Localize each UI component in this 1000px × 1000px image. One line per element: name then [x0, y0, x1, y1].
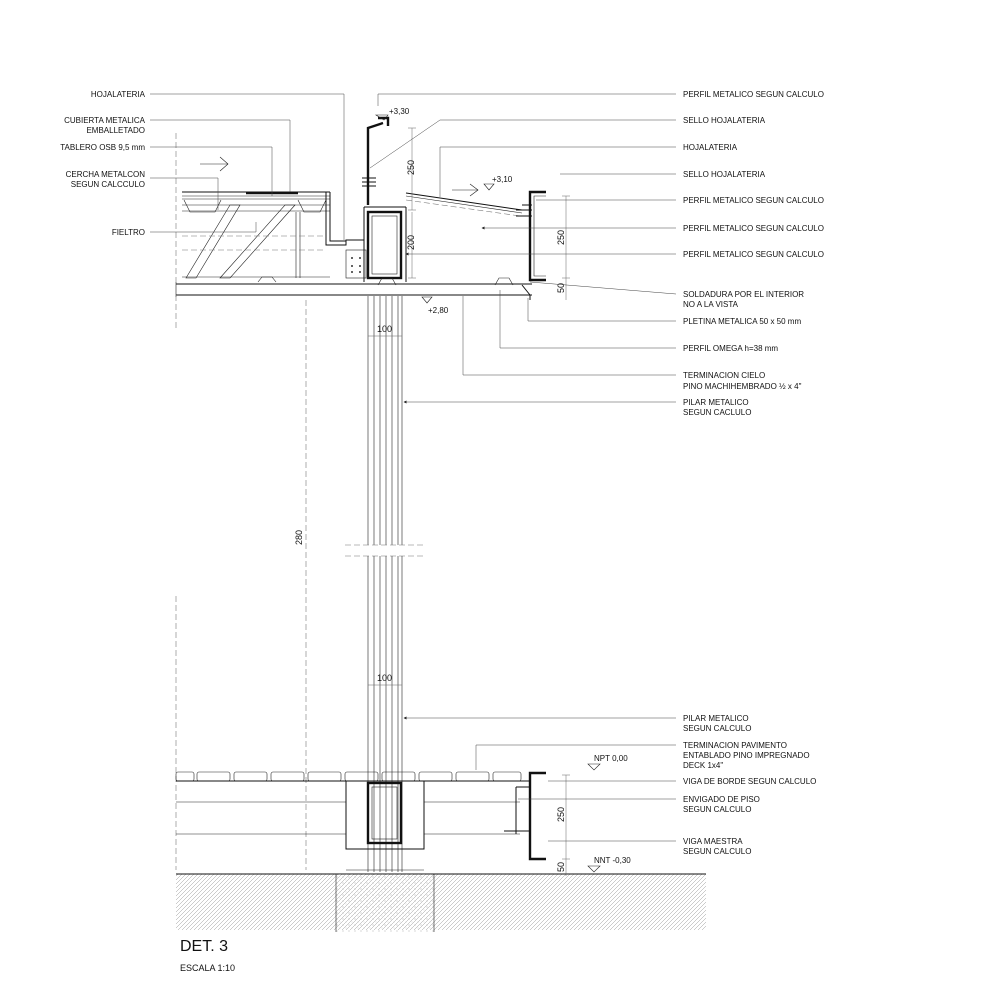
svg-text:HOJALATERIA: HOJALATERIA	[91, 90, 146, 99]
svg-text:DECK 1x4": DECK 1x4"	[683, 761, 723, 770]
svg-text:PERFIL METALICO SEGUN CALCULO: PERFIL METALICO SEGUN CALCULO	[683, 224, 824, 233]
label-fieltro: FIELTRO	[112, 228, 145, 237]
svg-text:VIGA DE BORDE SEGUN CALCULO: VIGA DE BORDE SEGUN CALCULO	[683, 777, 816, 786]
roof-assembly	[175, 116, 546, 330]
svg-text:SEGUN CACLULO: SEGUN CACLULO	[683, 408, 751, 417]
level-npt: NPT 0,00	[594, 754, 628, 763]
labels-right: PERFIL METALICO SEGUN CALCULO SELLO HOJA…	[683, 90, 824, 856]
svg-text:SOLDADURA POR EL INTERIOR: SOLDADURA POR EL INTERIOR	[683, 290, 804, 299]
label-cercha-l1: CERCHA METALCON	[66, 170, 146, 179]
label-sello-1: SELLO HOJALATERIA	[683, 116, 766, 125]
svg-text:PILAR METALICO: PILAR METALICO	[683, 398, 749, 407]
svg-text:SELLO HOJALATERIA: SELLO HOJALATERIA	[683, 116, 766, 125]
label-cielo-l1: TERMINACION CIELO	[683, 371, 765, 380]
label-viga-maestra-l2: SEGUN CALCULO	[683, 847, 751, 856]
svg-text:EMBALLETADO: EMBALLETADO	[86, 126, 145, 135]
svg-text:PERFIL METALICO SEGUN CALCULO: PERFIL METALICO SEGUN CALCULO	[683, 90, 824, 99]
label-pilar-1-l1: PILAR METALICO	[683, 398, 749, 407]
dimensions: 250 200 250 50 100 280 100 250 50	[294, 127, 570, 876]
level-nnt: NNT -0,30	[594, 856, 631, 865]
svg-text:TERMINACION PAVIMENTO: TERMINACION PAVIMENTO	[683, 741, 787, 750]
column	[175, 296, 426, 872]
label-soldadura-l2: NO A LA VISTA	[683, 300, 739, 309]
label-cercha-l2: SEGUN CALCCULO	[71, 180, 145, 189]
leader-lines	[150, 93, 677, 842]
svg-text:NO A LA VISTA: NO A LA VISTA	[683, 300, 739, 309]
dim-50-floor: 50	[556, 862, 566, 872]
dim-250-right: 250	[556, 230, 566, 245]
label-hojalateria-right: HOJALATERIA	[683, 143, 738, 152]
label-cubierta-l2: EMBALLETADO	[86, 126, 145, 135]
svg-text:PERFIL METALICO SEGUN CALCULO: PERFIL METALICO SEGUN CALCULO	[683, 196, 824, 205]
label-pilar-1-l2: SEGUN CACLULO	[683, 408, 751, 417]
level-mid: +3,10	[492, 175, 513, 184]
svg-text:PERFIL METALICO SEGUN CALCULO: PERFIL METALICO SEGUN CALCULO	[683, 250, 824, 259]
svg-text:VIGA MAESTRA: VIGA MAESTRA	[683, 837, 743, 846]
level-top: +3,30	[389, 107, 410, 116]
svg-text:TERMINACION CIELO: TERMINACION CIELO	[683, 371, 765, 380]
svg-text:SELLO HOJALATERIA: SELLO HOJALATERIA	[683, 170, 766, 179]
label-pletina: PLETINA METALICA 50 x 50 mm	[683, 317, 801, 326]
svg-text:HOJALATERIA: HOJALATERIA	[683, 143, 738, 152]
svg-text:PILAR METALICO: PILAR METALICO	[683, 714, 749, 723]
label-cielo-l2: PINO MACHIHEMBRADO ½ x 4"	[683, 382, 802, 391]
svg-text:SEGUN CALCULO: SEGUN CALCULO	[683, 805, 751, 814]
label-perfil-1: PERFIL METALICO SEGUN CALCULO	[683, 90, 824, 99]
label-pilar-2-l2: SEGUN CALCULO	[683, 724, 751, 733]
dim-100-top: 100	[377, 324, 392, 334]
svg-text:ENVIGADO DE PISO: ENVIGADO DE PISO	[683, 795, 760, 804]
label-hojalateria-top: HOJALATERIA	[91, 90, 146, 99]
svg-text:TABLERO OSB 9,5 mm: TABLERO OSB 9,5 mm	[60, 143, 145, 152]
label-perfil-3: PERFIL METALICO SEGUN CALCULO	[683, 224, 824, 233]
label-envigado-l2: SEGUN CALCULO	[683, 805, 751, 814]
detail-title: DET. 3	[180, 938, 228, 955]
label-viga-borde: VIGA DE BORDE SEGUN CALCULO	[683, 777, 816, 786]
label-perfil-2: PERFIL METALICO SEGUN CALCULO	[683, 196, 824, 205]
label-omega: PERFIL OMEGA h=38 mm	[683, 344, 778, 353]
svg-text:SEGUN CALCULO: SEGUN CALCULO	[683, 724, 751, 733]
svg-text:CUBIERTA METALICA: CUBIERTA METALICA	[64, 116, 146, 125]
dim-100-bottom: 100	[377, 673, 392, 683]
label-cubierta-l1: CUBIERTA METALICA	[64, 116, 146, 125]
dim-250-floor: 250	[556, 807, 566, 822]
label-envigado-l1: ENVIGADO DE PISO	[683, 795, 760, 804]
detail-scale: ESCALA 1:10	[180, 963, 235, 973]
label-sello-2: SELLO HOJALATERIA	[683, 170, 766, 179]
dim-50-top: 50	[556, 283, 566, 293]
svg-text:PERFIL OMEGA h=38 mm: PERFIL OMEGA h=38 mm	[683, 344, 778, 353]
label-pilar-2-l1: PILAR METALICO	[683, 714, 749, 723]
dim-280: 280	[294, 530, 304, 545]
svg-text:CERCHA METALCON: CERCHA METALCON	[66, 170, 146, 179]
dim-200: 200	[406, 235, 416, 250]
label-soldadura-l1: SOLDADURA POR EL INTERIOR	[683, 290, 804, 299]
dim-250-top: 250	[406, 160, 416, 175]
label-pavimento-l2: ENTABLADO PINO IMPREGNADO	[683, 751, 810, 760]
label-pavimento-l3: DECK 1x4"	[683, 761, 723, 770]
label-viga-maestra-l1: VIGA MAESTRA	[683, 837, 743, 846]
label-perfil-4: PERFIL METALICO SEGUN CALCULO	[683, 250, 824, 259]
svg-text:SEGUN CALCULO: SEGUN CALCULO	[683, 847, 751, 856]
svg-text:PINO MACHIHEMBRADO ½ x 4": PINO MACHIHEMBRADO ½ x 4"	[683, 382, 802, 391]
svg-text:FIELTRO: FIELTRO	[112, 228, 145, 237]
svg-text:ENTABLADO PINO IMPREGNADO: ENTABLADO PINO IMPREGNADO	[683, 751, 810, 760]
level-markers: +3,30 +3,10 +2,80 NPT 0,00 NNT -0,30	[374, 107, 631, 873]
level-ceiling: +2,80	[428, 306, 449, 315]
label-pavimento-l1: TERMINACION PAVIMENTO	[683, 741, 787, 750]
label-tablero: TABLERO OSB 9,5 mm	[60, 143, 145, 152]
svg-text:PLETINA METALICA 50 x 50 mm: PLETINA METALICA 50 x 50 mm	[683, 317, 801, 326]
labels-left: HOJALATERIA CUBIERTA METALICA EMBALLETAD…	[60, 90, 145, 237]
floor-assembly	[175, 771, 706, 932]
svg-text:SEGUN CALCCULO: SEGUN CALCCULO	[71, 180, 145, 189]
